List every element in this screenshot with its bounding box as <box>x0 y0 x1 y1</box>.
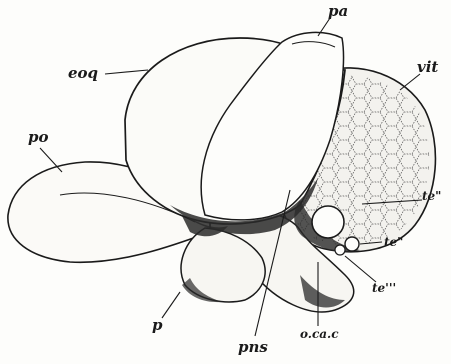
label-oca: o.ca.c <box>300 328 339 340</box>
leader-eoq <box>105 70 148 74</box>
leader-te3 <box>345 256 376 282</box>
leader-p <box>162 292 180 318</box>
label-eoq: eoq <box>68 66 98 81</box>
label-p: p <box>152 318 163 333</box>
label-te3: te''' <box>372 282 396 294</box>
label-te2: te" <box>384 236 403 248</box>
tentacle-knob-medium <box>345 237 359 251</box>
label-te1: te" <box>422 190 441 202</box>
label-vit: vit <box>417 60 438 75</box>
leader-vit <box>400 74 420 90</box>
label-pa: pa <box>328 4 348 19</box>
tentacle-knob-small <box>335 245 345 255</box>
tentacle-knob-large <box>312 206 344 238</box>
label-po: po <box>28 130 49 145</box>
label-pns: pns <box>238 340 268 355</box>
